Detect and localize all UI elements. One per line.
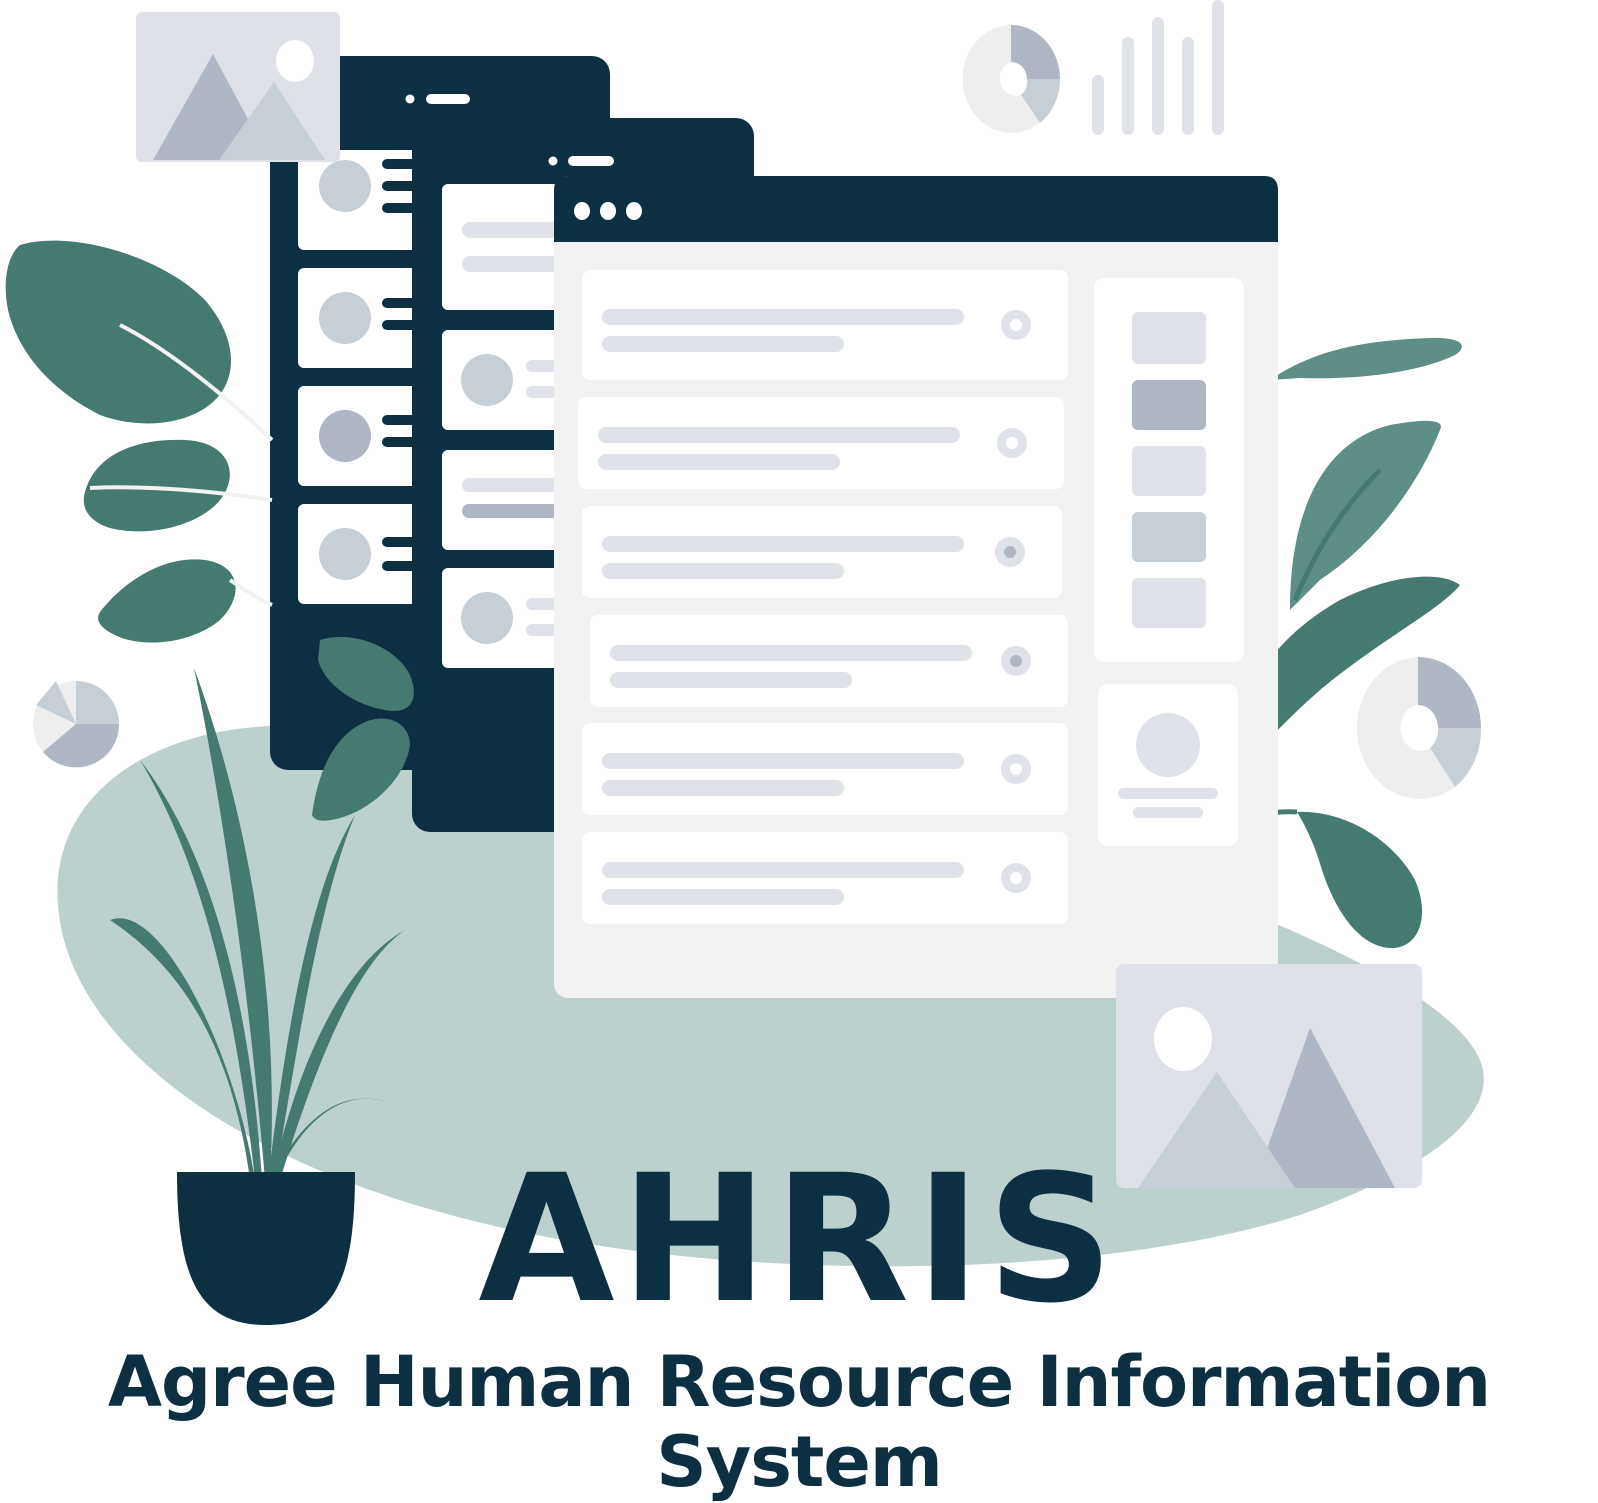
image-placeholder-icon	[1116, 964, 1422, 1188]
sidebar-swatch	[1132, 380, 1206, 430]
plant-pot	[177, 1172, 355, 1325]
left-plant-leaves	[5, 240, 414, 821]
donut-chart-icon	[962, 25, 1061, 133]
list-row	[582, 832, 1068, 924]
avatar-icon	[1136, 713, 1200, 777]
potted-plant	[110, 668, 405, 1325]
brand-title: AHRIS	[478, 1137, 1120, 1342]
sidebar-panel	[1094, 278, 1244, 662]
right-plant-leaves	[1187, 337, 1462, 981]
sidebar-swatch	[1132, 578, 1206, 628]
list-row	[582, 270, 1068, 380]
image-placeholder-icon	[136, 12, 340, 162]
profile-card	[1098, 684, 1238, 846]
sidebar-swatch	[1132, 312, 1206, 364]
sidebar-swatch	[1132, 512, 1206, 562]
bar-chart-icon	[1092, 0, 1224, 135]
list-row	[590, 615, 1068, 707]
list-row	[582, 723, 1068, 815]
donut-chart-icon	[1357, 657, 1482, 799]
sidebar-swatch	[1132, 446, 1206, 496]
list-row	[578, 397, 1064, 489]
list-row	[582, 506, 1062, 598]
pie-chart-icon	[33, 681, 120, 768]
brand-subtitle: Agree Human Resource Information System	[107, 1341, 1491, 1503]
window-dots-icon	[574, 202, 642, 220]
front-window	[554, 176, 1278, 998]
